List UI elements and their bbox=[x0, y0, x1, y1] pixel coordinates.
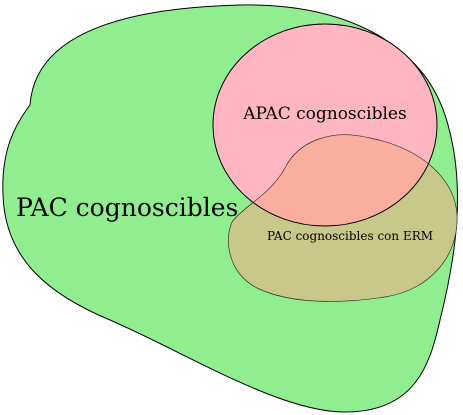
apac-label: APAC cognoscibles bbox=[242, 104, 406, 124]
apac-erm-overlap bbox=[228, 134, 437, 226]
erm-outline bbox=[228, 134, 458, 302]
apac-outline bbox=[212, 23, 438, 227]
erm-label: PAC cognoscibles con ERM bbox=[267, 229, 433, 243]
pac-label: PAC cognoscibles bbox=[16, 193, 238, 222]
